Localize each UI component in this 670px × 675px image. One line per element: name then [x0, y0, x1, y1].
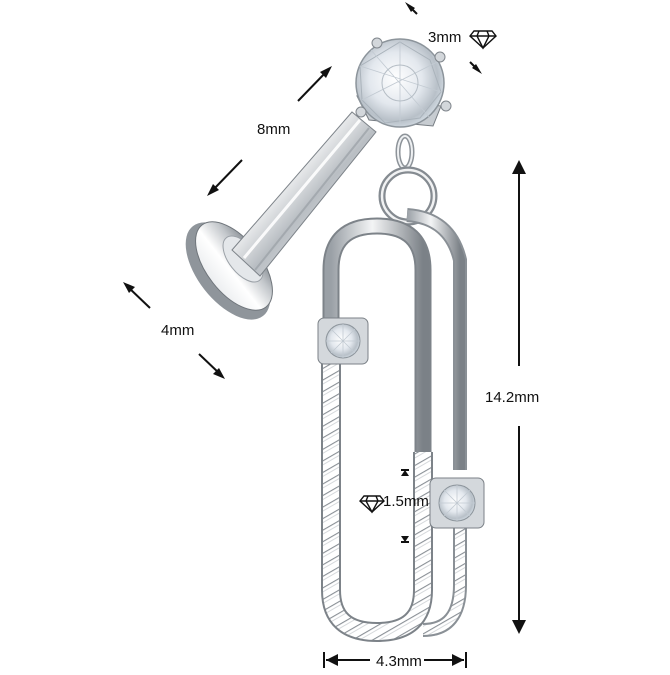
top-gem-size-label: 3mm: [428, 29, 462, 46]
arrow-3mm: [405, 2, 482, 74]
diamond-icon: [469, 30, 497, 50]
labret-disc: [185, 221, 273, 320]
charm-width-label: 4.3mm: [376, 653, 422, 670]
post-length-label: 8mm: [257, 121, 291, 138]
disc-diameter-label: 4mm: [161, 322, 195, 339]
arrow-1-5mm: [401, 469, 409, 543]
right-side-gem: [429, 477, 485, 529]
top-gem: [355, 37, 452, 128]
arrow-4mm: [123, 282, 225, 379]
arrow-14-2mm: [512, 160, 526, 634]
labret-post: [231, 111, 377, 277]
paperclip-charm: [321, 208, 467, 643]
charm-length-label: 14.2mm: [485, 389, 540, 406]
arrow-4-3mm: [323, 652, 467, 668]
diamond-icon: [359, 495, 385, 514]
left-side-gem: [317, 317, 369, 365]
dimension-arrows: [123, 2, 526, 668]
arrow-8mm: [207, 66, 332, 196]
small-gem-size-label: 1.5mm: [383, 493, 429, 510]
